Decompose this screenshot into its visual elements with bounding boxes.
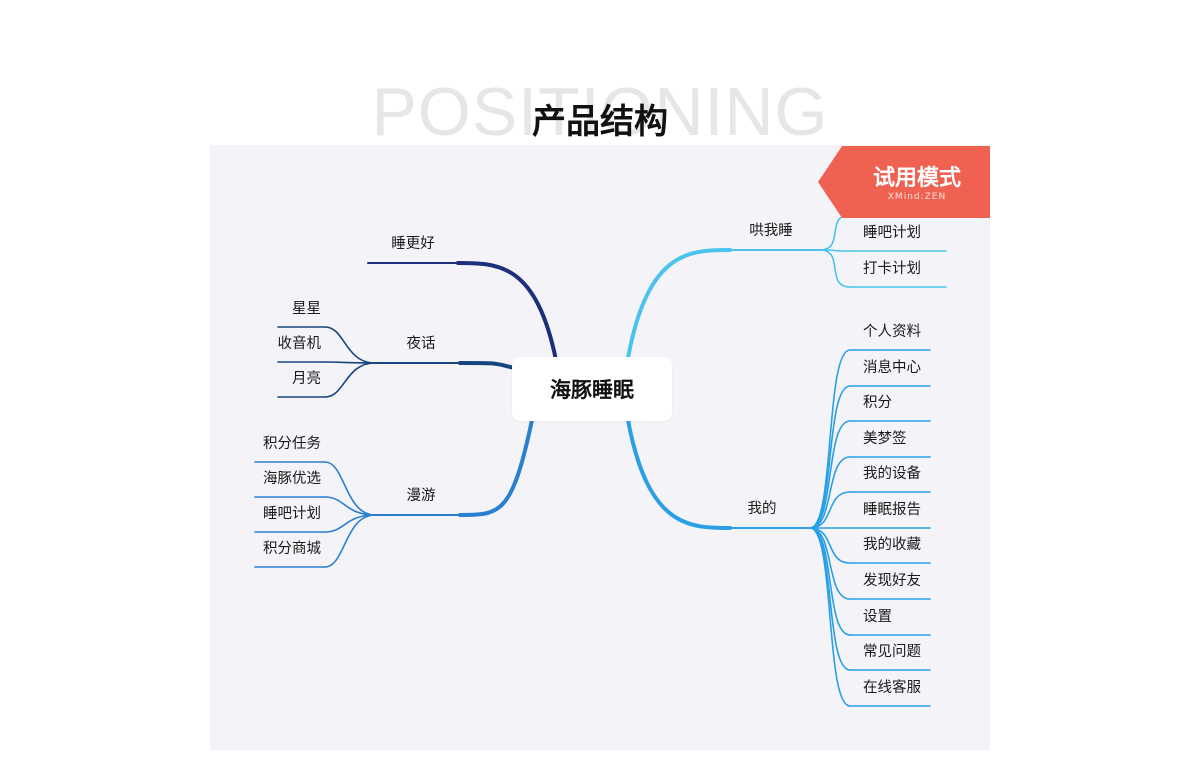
child-link (324, 514, 376, 533)
child-node[interactable]: 星星 (292, 301, 321, 317)
branch-link (456, 261, 558, 362)
child-link (324, 496, 376, 516)
branch-node[interactable]: 我的 (748, 500, 777, 517)
child-node[interactable]: 个人资料 (863, 323, 921, 340)
branch-node[interactable]: 哄我睡 (749, 222, 793, 239)
branch-node[interactable]: 漫游 (407, 487, 436, 504)
child-link (809, 385, 851, 529)
branch-link (458, 418, 534, 517)
child-link (324, 461, 376, 516)
child-link (819, 249, 851, 288)
child-link (819, 214, 851, 251)
child-node[interactable]: 发现好友 (863, 572, 921, 589)
child-node[interactable]: 消息中心 (863, 359, 921, 376)
branch-node[interactable]: 睡更好 (391, 235, 435, 252)
trial-mode-badge[interactable]: 试用模式 XMind:ZEN (818, 146, 990, 218)
child-link (809, 527, 851, 564)
child-link (324, 362, 376, 398)
child-link (809, 349, 851, 529)
trial-mode-watermark: XMind:ZEN (887, 192, 947, 202)
child-link (809, 491, 851, 529)
branch-link (626, 418, 732, 530)
child-node[interactable]: 积分 (863, 394, 892, 411)
root-node[interactable]: 海豚睡眠 (512, 357, 672, 421)
branch-link (458, 361, 516, 370)
trial-mode-label: 试用模式 (872, 166, 961, 191)
child-link (324, 514, 376, 568)
child-node[interactable]: 常见问题 (863, 643, 921, 660)
child-node[interactable]: 睡眠报告 (863, 501, 921, 518)
child-node[interactable]: 我的设备 (863, 465, 921, 482)
child-node[interactable]: 积分商城 (263, 540, 321, 557)
child-link (324, 326, 376, 364)
child-link (809, 527, 851, 600)
child-node[interactable]: 我的收藏 (863, 536, 921, 553)
child-node[interactable]: 海豚优选 (263, 470, 321, 487)
mindmap-canvas (210, 145, 990, 750)
child-link (809, 527, 851, 707)
child-node[interactable]: 设置 (863, 608, 892, 625)
child-link (809, 420, 851, 529)
page-title: 产品结构 (532, 102, 668, 142)
background-word: POSITIONING (371, 74, 829, 150)
child-node[interactable]: 美梦签 (863, 430, 907, 447)
branch-node[interactable]: 夜话 (407, 335, 436, 352)
child-node[interactable]: 睡吧计划 (263, 505, 321, 522)
child-node[interactable]: 月亮 (292, 370, 321, 387)
child-link (809, 527, 851, 671)
child-link (809, 456, 851, 529)
branch-link (626, 248, 732, 360)
child-node[interactable]: 积分任务 (263, 435, 321, 452)
child-node[interactable]: 打卡计划 (863, 260, 921, 277)
child-node[interactable]: 睡吧计划 (863, 224, 921, 241)
child-node[interactable]: 在线客服 (863, 679, 921, 696)
child-node[interactable]: 收音机 (278, 335, 322, 352)
